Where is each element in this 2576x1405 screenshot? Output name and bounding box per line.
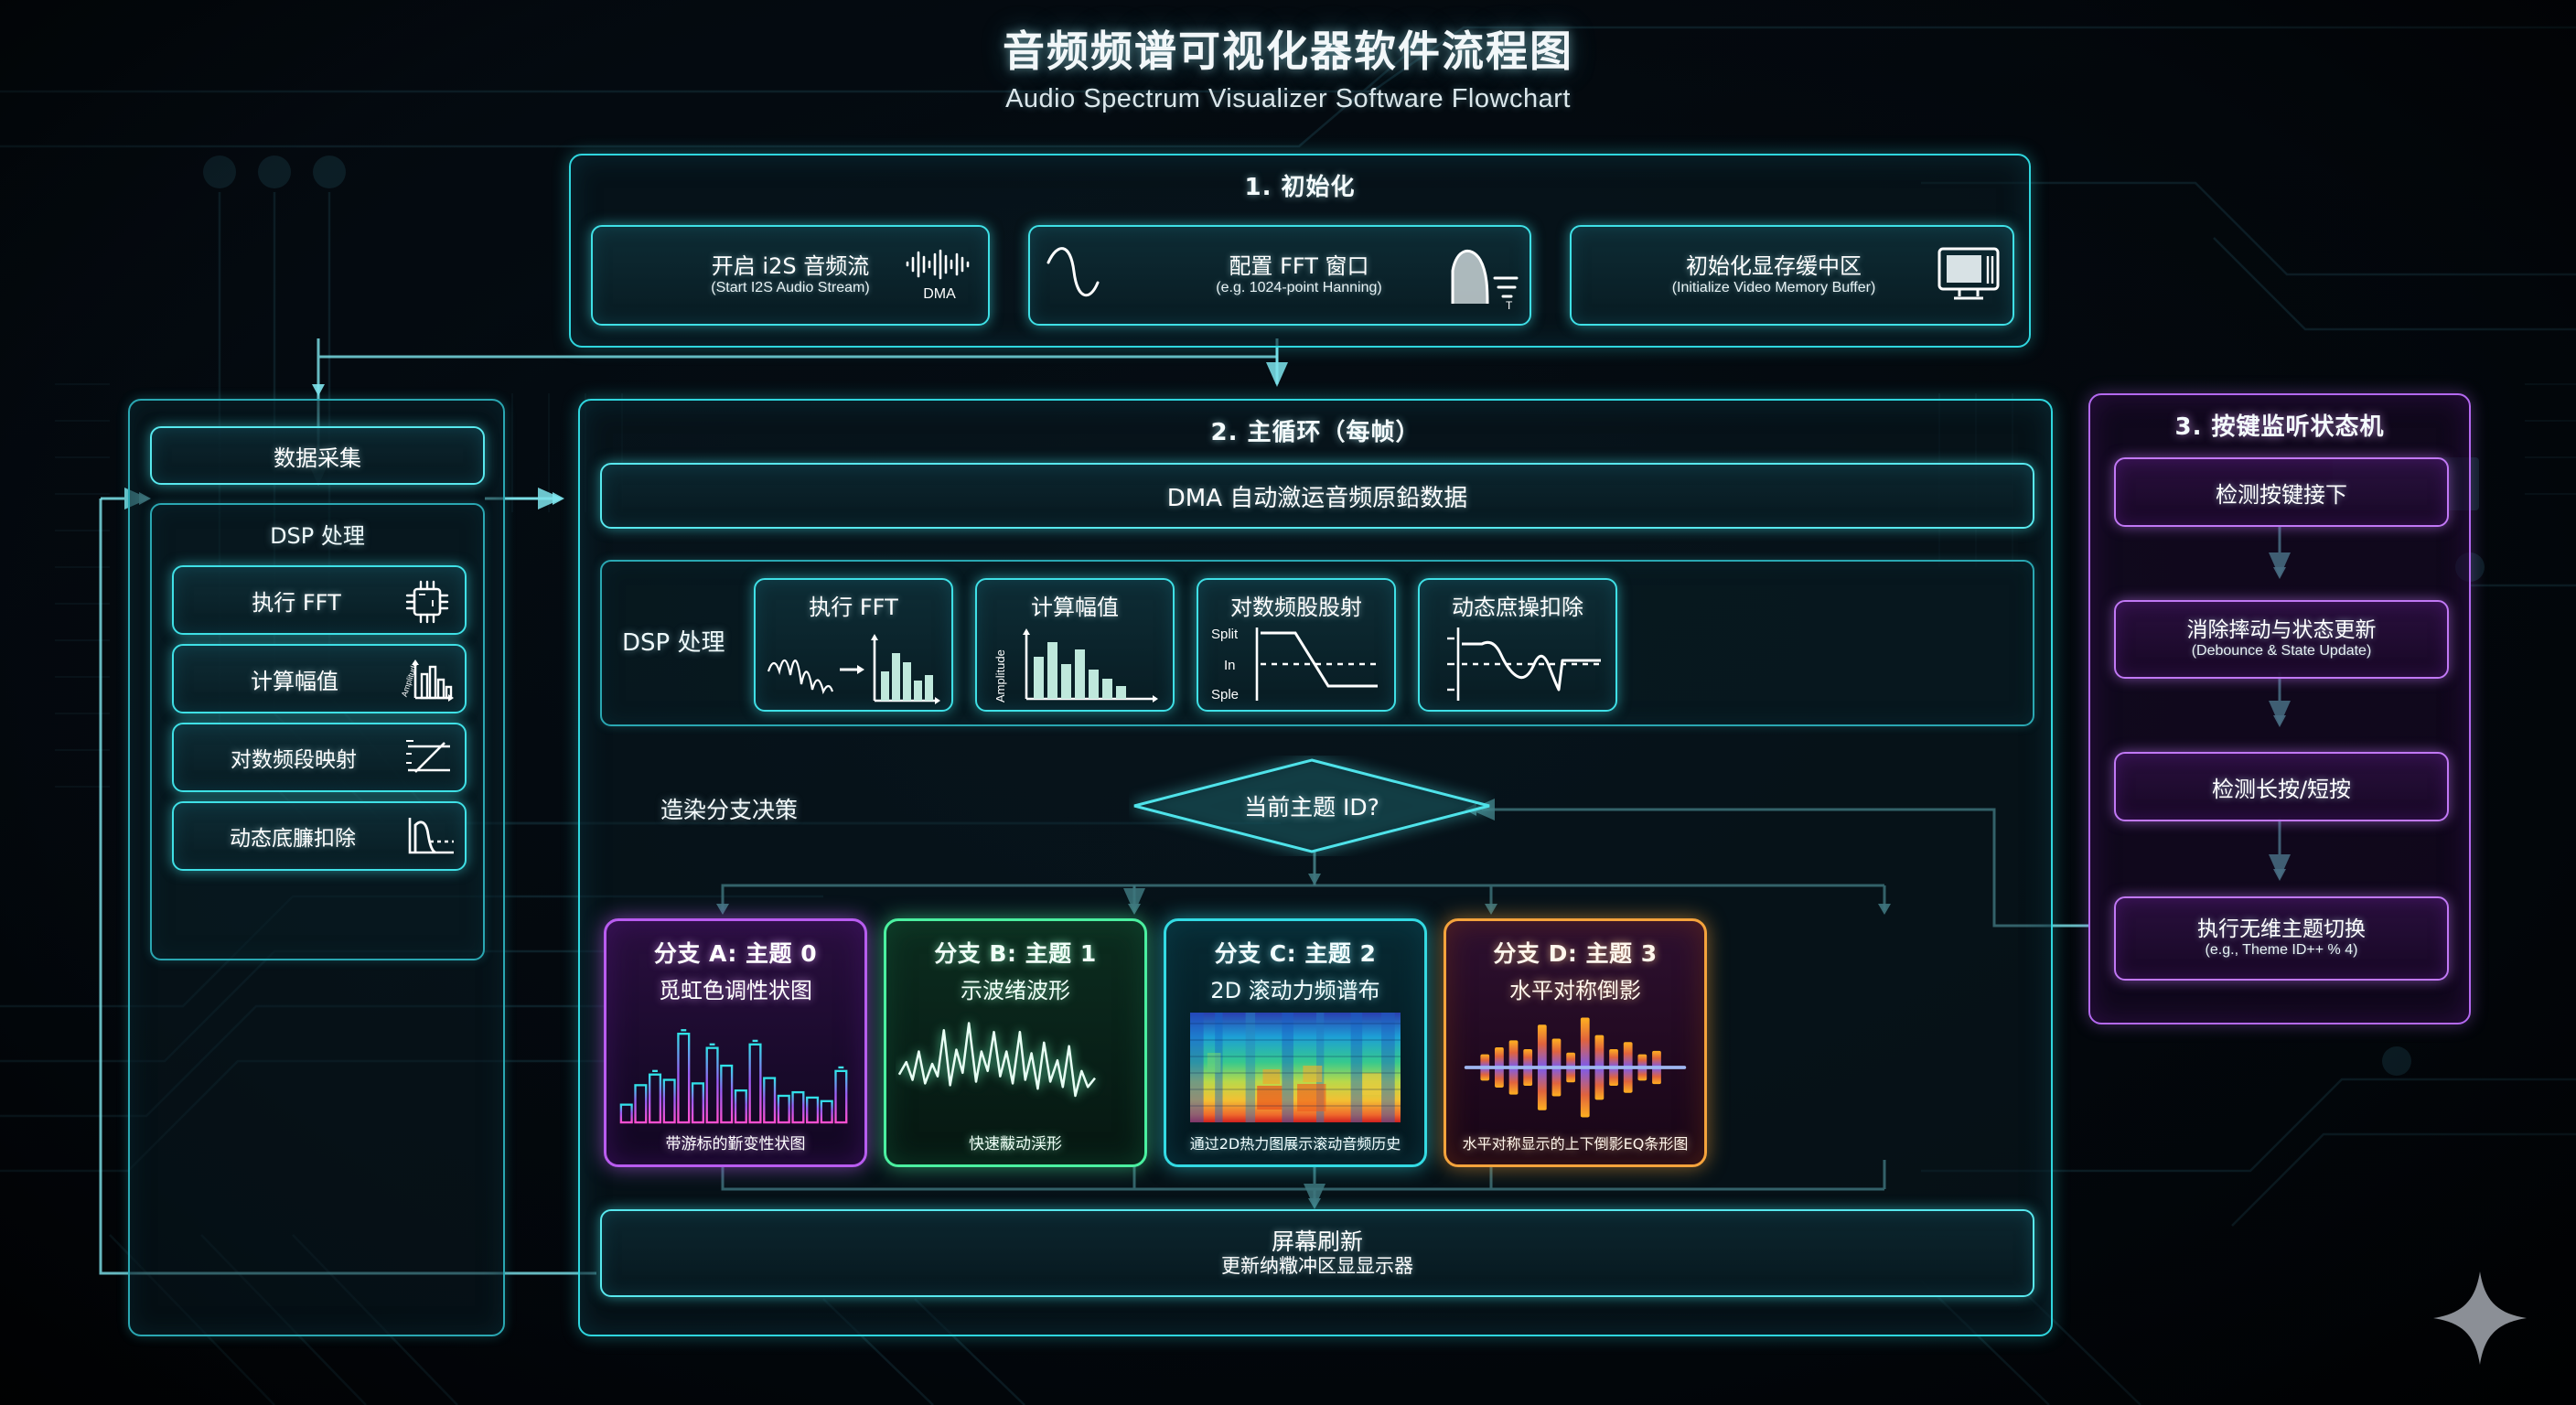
sidebar-item-noise-floor-label: 动态底臁扣除 (230, 827, 356, 851)
branch-b-art (896, 1009, 1135, 1124)
log-curve-icon: Split In Sple (1211, 627, 1378, 702)
cpu-chip-icon (405, 580, 449, 624)
sidebar-data-acquire-label: 数据采集 (274, 445, 361, 471)
init-panel: 1. 初始化 开启 i2S 音频流 (Start I2S Audio Strea… (569, 154, 2031, 348)
noise-floor-icon (408, 818, 454, 854)
screen-refresh-box[interactable]: 屏幕刷新 更新纳糤冲区显显示器 (600, 1209, 2034, 1297)
branch-b-footer: 快速黻动渓形 (969, 1135, 1062, 1153)
branch-c-art (1190, 1013, 1401, 1122)
sine-wave-icon (1046, 247, 1100, 297)
main-loop-title: 2. 主循环（每帧） (1210, 419, 1421, 446)
sidebar-item-noise-floor[interactable]: 动态底臁扣除 (172, 801, 467, 871)
state-machine-title: 3. 按键监听状态机 (2174, 413, 2385, 441)
state-step-3-sublabel: (e.g., Theme ID++ % 4) (2205, 942, 2358, 959)
main-dsp-step-2-label: 对数频股股射 (1230, 595, 1362, 620)
init-step-2-label: 初始化显存缓中区 (1685, 253, 1862, 280)
sidebar-item-magnitude-label: 计算幅值 (251, 668, 338, 694)
init-step-fft-window[interactable]: 配置 FFT 窗口 (e.g. 1024-point Hanning) T (1028, 225, 1531, 326)
branch-a-subtitle: 觅虹色调性状图 (659, 978, 812, 1003)
branch-b-subtitle: 示波绪波形 (961, 978, 1070, 1003)
branch-card-d[interactable]: 分支 D: 主题 3 水平对称倒影 (1444, 918, 1707, 1167)
svg-text:Amplitude: Amplitude (400, 660, 420, 698)
state-step-2-label: 检测长按/短按 (2211, 776, 2352, 802)
init-step-0-icon-caption: DMA (923, 286, 956, 302)
init-step-1-label: 配置 FFT 窗口 (1229, 253, 1369, 280)
decision-theme-id-label: 当前主题 ID? (1244, 794, 1379, 820)
branch-d-footer: 水平对称显示的上下倒影EQ条形图 (1462, 1135, 1689, 1153)
state-step-theme-switch[interactable]: 执行无维主题切换 (e.g., Theme ID++ % 4) (2114, 896, 2449, 981)
svg-text:T: T (1506, 299, 1513, 312)
sidebar-item-log-mapping[interactable]: 对数频段映射 (172, 723, 467, 792)
four-point-star-icon (2433, 1271, 2527, 1365)
state-step-long-short-press[interactable]: 检测长按/短按 (2114, 752, 2449, 821)
branch-card-b[interactable]: 分支 B: 主题 1 示波绪波形 快速黻动渓形 (884, 918, 1147, 1167)
main-dsp-step-1-label: 计算幅值 (1031, 595, 1119, 620)
decision-side-label: 造染分支决策 (660, 797, 798, 823)
branch-card-a[interactable]: 分支 A: 主题 0 觅虹色调性状图 (604, 918, 867, 1167)
svg-text:Sple: Sple (1211, 687, 1239, 702)
sidebar-dsp-group: DSP 处理 执行 FFT 计算幅值 (150, 503, 485, 960)
branch-d-title: 分支 D: 主题 3 (1493, 940, 1658, 967)
state-machine-panel: 3. 按键监听状态机 检测按键接下 消除摔动与状态更新 (Debounce & … (2088, 393, 2471, 1024)
dma-transfer-bar[interactable]: DMA 自动瀲运音频原鉛数据 (600, 463, 2034, 529)
sidebar-dsp-label: DSP 处理 (270, 523, 365, 549)
state-step-debounce[interactable]: 消除摔动与状态更新 (Debounce & State Update) (2114, 600, 2449, 679)
screen-refresh-line2: 更新纳糤冲区显显示器 (1221, 1255, 1413, 1278)
screen-refresh-line1: 屏幕刷新 (1271, 1228, 1363, 1255)
sidebar-item-log-mapping-label: 对数频段映射 (231, 748, 357, 772)
main-dsp-step-magnitude[interactable]: 计算幅值 Amplitude (975, 578, 1175, 712)
branch-card-c[interactable]: 分支 C: 主题 2 2D 滚动力频谱布 (1164, 918, 1427, 1167)
title-english: Audio Spectrum Visualizer Software Flowc… (1005, 84, 1571, 113)
init-step-0-sublabel: (Start I2S Audio Stream) (711, 279, 870, 295)
wave-to-bars-icon (767, 634, 940, 704)
sidebar-item-fft[interactable]: 执行 FFT (172, 565, 467, 635)
branch-b-title: 分支 B: 主题 1 (934, 940, 1097, 967)
branch-a-art (616, 1009, 855, 1124)
sidebar-item-magnitude[interactable]: 计算幅值 Amplitude (172, 644, 467, 713)
main-dsp-group: DSP 处理 执行 FFT (600, 560, 2034, 726)
init-panel-title: 1. 初始化 (1244, 174, 1356, 201)
branch-d-art (1455, 1009, 1695, 1126)
sidebar-item-fft-label: 执行 FFT (252, 589, 341, 616)
main-dsp-step-3-label: 动态庶操扣除 (1452, 595, 1583, 620)
dynamic-floor-icon (1447, 627, 1601, 701)
decision-theme-id[interactable]: 当前主题 ID? (1129, 756, 1495, 856)
branch-c-footer: 通过2D热力图展示滚动音频历史 (1189, 1135, 1401, 1153)
init-step-video-buffer[interactable]: 初始化显存缓中区 (Initialize Video Memory Buffer… (1570, 225, 2014, 326)
audio-waveform-icon (906, 249, 970, 280)
main-dsp-step-1-axis: Amplitude (993, 649, 1007, 702)
hanning-window-icon: T (1451, 249, 1519, 312)
title-chinese: 音频频谱可视化器软件流程图 (1003, 27, 1573, 76)
main-loop-panel: 2. 主循环（每帧） DMA 自动瀲运音频原鉛数据 DSP 处理 执行 FFT (578, 399, 2053, 1336)
dma-transfer-label: DMA 自动瀲运音频原鉛数据 (1166, 484, 1468, 512)
state-step-3-label: 执行无维主题切换 (2197, 917, 2366, 941)
amplitude-bars-icon: Amplitude (400, 660, 454, 702)
sidebar-data-acquire[interactable]: 数据采集 (150, 426, 485, 485)
branch-c-title: 分支 C: 主题 2 (1214, 940, 1377, 967)
branch-a-title: 分支 A: 主题 0 (653, 940, 818, 967)
state-step-1-label: 消除摔动与状态更新 (2186, 618, 2377, 642)
main-dsp-step-0-label: 执行 FFT (809, 595, 898, 620)
main-dsp-step-log-map[interactable]: 对数频股股射 Split In Sple (1197, 578, 1396, 712)
monitor-icon (1937, 247, 2000, 300)
main-dsp-step-dynamic-floor[interactable]: 动态庶操扣除 (1418, 578, 1617, 712)
init-step-1-sublabel: (e.g. 1024-point Hanning) (1216, 279, 1382, 295)
svg-text:Split: Split (1211, 627, 1239, 642)
init-step-0-label: 开启 i2S 音频流 (711, 253, 870, 280)
branch-c-subtitle: 2D 滚动力频谱布 (1210, 978, 1380, 1003)
main-dsp-label: DSP 处理 (622, 629, 725, 657)
amplitude-chart-icon: Amplitude (993, 628, 1158, 702)
init-step-start-i2s[interactable]: 开启 i2S 音频流 (Start I2S Audio Stream) DMA (591, 225, 990, 326)
branch-a-footer: 带游标的斳变性状图 (665, 1135, 806, 1153)
sidebar-panel: 数据采集 DSP 处理 执行 FFT (128, 399, 505, 1336)
page-title: 音频频谱可视化器软件流程图 Audio Spectrum Visualizer … (0, 18, 2576, 114)
state-step-0-label: 检测按键接下 (2216, 481, 2347, 508)
main-dsp-step-fft[interactable]: 执行 FFT (754, 578, 953, 712)
branch-d-subtitle: 水平对称倒影 (1509, 978, 1641, 1003)
log-mapping-icon (406, 740, 450, 773)
state-step-1-sublabel: (Debounce & State Update) (2191, 643, 2372, 660)
svg-text:In: In (1224, 658, 1236, 673)
init-step-2-sublabel: (Initialize Video Memory Buffer) (1671, 279, 1876, 295)
state-step-detect-press[interactable]: 检测按键接下 (2114, 457, 2449, 527)
